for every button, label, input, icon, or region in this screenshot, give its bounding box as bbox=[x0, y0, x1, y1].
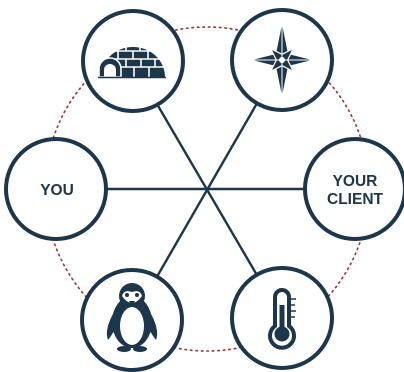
compass-node bbox=[230, 8, 334, 112]
you-node: YOU bbox=[4, 137, 108, 241]
igloo-icon bbox=[98, 44, 166, 79]
thermometer-icon bbox=[268, 288, 296, 350]
client-label-line2: CLIENT bbox=[327, 191, 384, 208]
you-label: YOU bbox=[40, 182, 74, 199]
penguin-icon bbox=[106, 283, 158, 352]
client-label-line1: YOUR bbox=[333, 173, 378, 190]
penguin-node bbox=[80, 268, 184, 372]
thermometer-node bbox=[230, 266, 334, 370]
compass-rose-icon bbox=[252, 24, 312, 96]
igloo-node bbox=[81, 9, 185, 113]
client-node: YOUR CLIENT bbox=[303, 137, 404, 241]
